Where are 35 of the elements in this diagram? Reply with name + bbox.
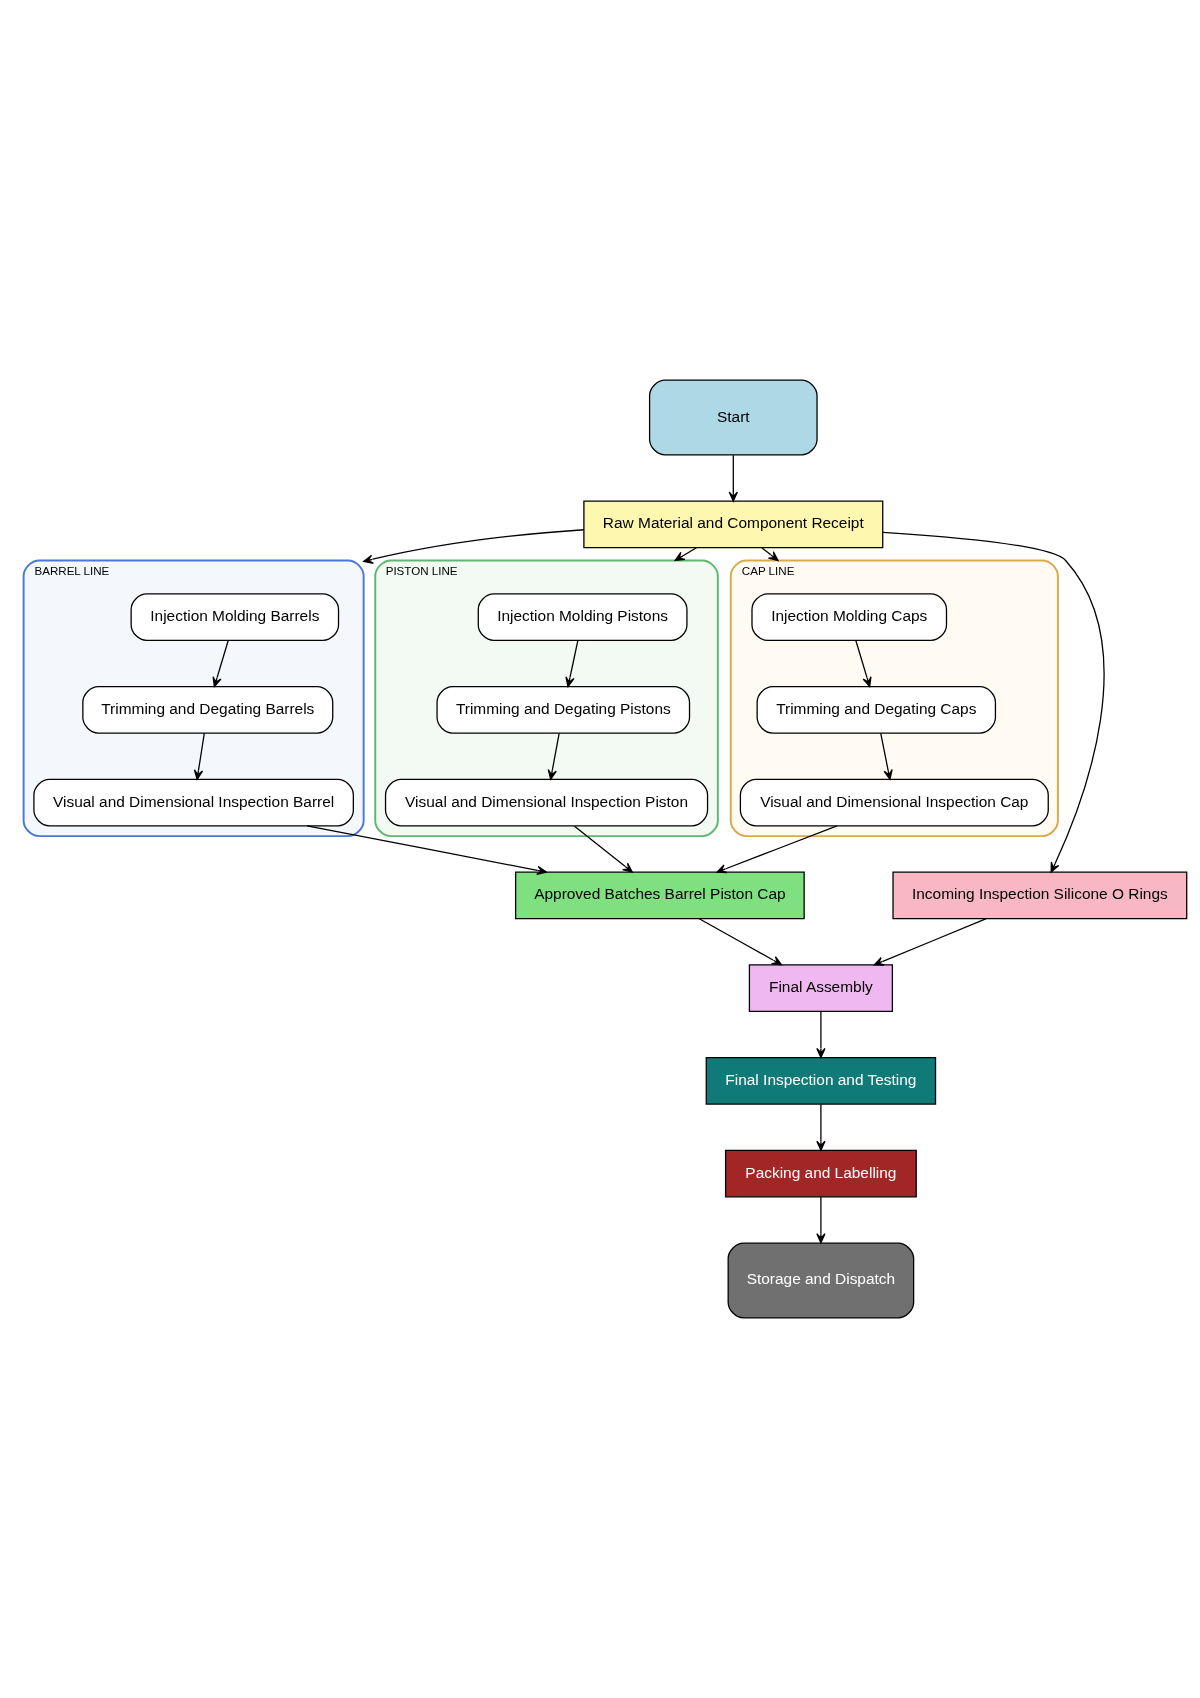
arrow xyxy=(855,640,872,688)
arrow xyxy=(573,825,633,873)
node-box: Raw Material and Component Receipt xyxy=(583,500,884,549)
node-box: Visual and Dimensional Inspection Cap xyxy=(739,778,1049,827)
arrow xyxy=(363,529,585,564)
arrow xyxy=(698,918,782,966)
node-box: Packing and Labelling xyxy=(724,1149,917,1198)
node-box: Final Assembly xyxy=(748,964,894,1012)
node-box: Trimming and Degating Pistons xyxy=(436,686,691,734)
arrow xyxy=(880,732,893,780)
arrow xyxy=(728,454,738,502)
node-box: Storage and Dispatch xyxy=(727,1242,915,1319)
node-box: Visual and Dimensional Inspection Piston xyxy=(384,778,709,827)
node-box: Final Inspection and Testing xyxy=(705,1057,937,1105)
node-box: Trimming and Degating Caps xyxy=(756,686,997,734)
arrow xyxy=(761,547,779,562)
node-box: Injection Molding Barrels xyxy=(130,593,340,641)
node-box: Visual and Dimensional Inspection Barrel xyxy=(33,778,354,827)
arrow xyxy=(816,1196,826,1244)
arrow xyxy=(547,732,560,780)
arrow xyxy=(873,918,987,966)
arrow xyxy=(716,825,838,874)
arrow xyxy=(193,732,205,780)
node-box: Incoming Inspection Silicone O Rings xyxy=(892,871,1188,920)
arrow xyxy=(212,640,229,688)
node-box: Injection Molding Caps xyxy=(751,593,948,641)
arrow xyxy=(306,825,547,876)
node-box: Approved Batches Barrel Piston Cap xyxy=(515,871,805,920)
arrow xyxy=(816,1103,826,1151)
arrow xyxy=(674,547,698,562)
arrow xyxy=(565,640,579,688)
node-box: Injection Molding Pistons xyxy=(477,593,688,641)
node-box: Start xyxy=(648,379,818,456)
node-box: Trimming and Degating Barrels xyxy=(82,686,334,734)
arrow xyxy=(816,1011,826,1059)
